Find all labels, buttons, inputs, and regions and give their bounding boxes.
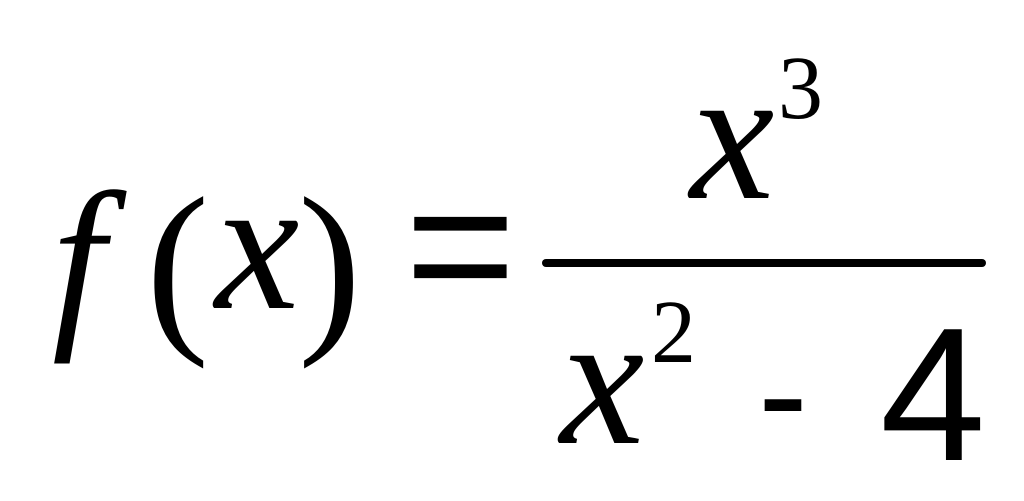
equals-sign: = — [405, 139, 516, 351]
denominator-exponent: 2 — [651, 283, 696, 382]
formula-canvas: f ( x ) = x 3 x 2 - 4 — [52, 30, 986, 490]
function-argument: x — [215, 140, 300, 350]
open-parenthesis: ( — [146, 160, 210, 370]
numerator-base: x — [690, 30, 775, 240]
numerator-exponent: 3 — [778, 39, 823, 138]
close-parenthesis: ) — [298, 160, 362, 370]
fraction-bar — [542, 259, 986, 267]
denominator-constant: 4 — [880, 289, 986, 501]
minus-sign: - — [758, 309, 808, 477]
denominator-base: x — [560, 275, 645, 485]
function-name: f — [52, 155, 105, 365]
